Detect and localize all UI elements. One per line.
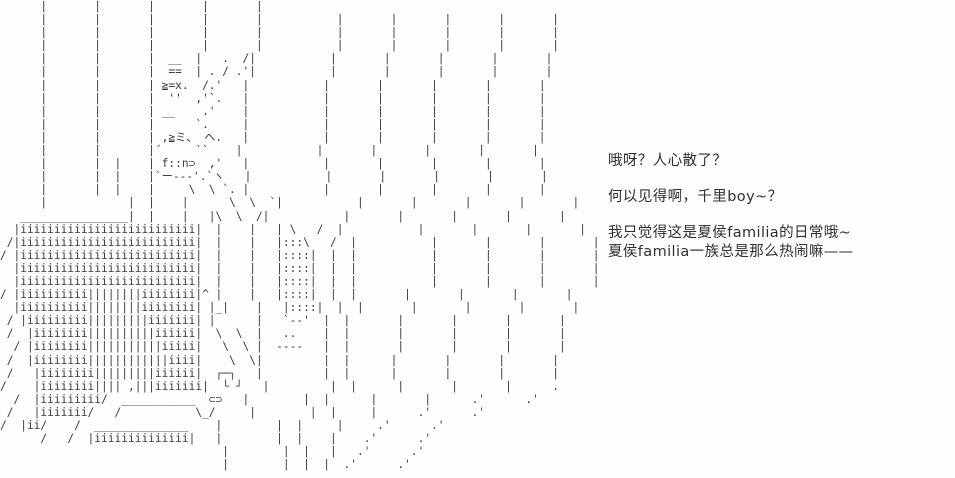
dialogue-line: 何以见得啊，千里boy~？	[608, 189, 783, 205]
dialogue-paragraph-2: 何以见得啊，千里boy~？	[608, 188, 938, 206]
dialogue-line: 我只觉得这是夏侯familia的日常哦~	[608, 225, 852, 241]
dialogue-paragraph-1: 哦呀？人心散了？	[608, 152, 938, 170]
dialogue-block: 哦呀？人心散了？ 何以见得啊，千里boy~？ 我只觉得这是夏侯familia的日…	[608, 152, 938, 261]
dialogue-line: 夏侯familia一族总是那么热闹嘛——	[608, 244, 854, 260]
dialogue-paragraph-3: 我只觉得这是夏侯familia的日常哦~ 夏侯familia一族总是那么热闹嘛—…	[608, 224, 938, 261]
ascii-art-canvas: | | | | | | | | | | | | | | | | | | | | …	[0, 0, 600, 472]
dialogue-line: 哦呀？人心散了？	[608, 153, 728, 169]
